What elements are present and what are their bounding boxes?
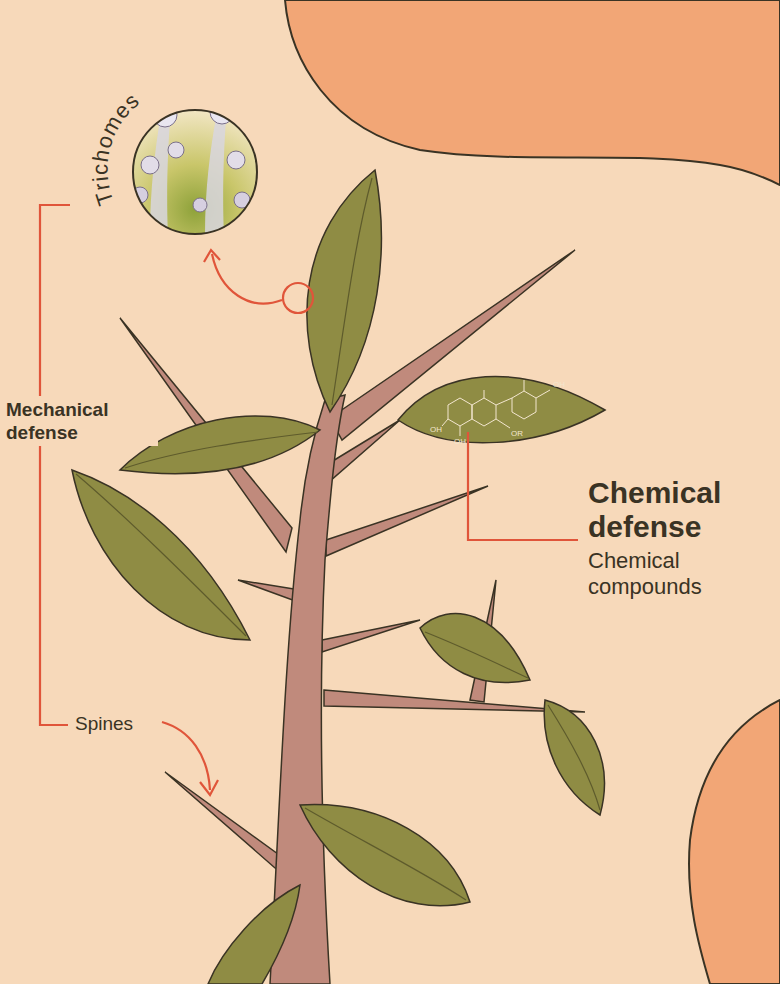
atom-label: OH	[454, 437, 466, 446]
inset-title: Trichomes	[88, 87, 145, 208]
background-blob	[689, 700, 780, 984]
atom-label: OH	[430, 425, 442, 434]
part-label: Chemical compounds	[588, 548, 773, 600]
molecule-structure	[442, 380, 550, 436]
inset-title: Trichomes	[88, 87, 145, 208]
leaf-vein	[76, 178, 600, 900]
leaf	[72, 170, 605, 984]
group-label: Chemical defense	[588, 476, 773, 544]
background-blob	[285, 0, 780, 185]
part-label: Spines	[72, 713, 136, 735]
trichome-inset	[133, 110, 257, 234]
atom-label: OR	[511, 429, 523, 438]
atom-label: OH	[553, 380, 565, 389]
callout-line	[40, 205, 578, 795]
group-label: Mechanical defense	[4, 396, 158, 446]
